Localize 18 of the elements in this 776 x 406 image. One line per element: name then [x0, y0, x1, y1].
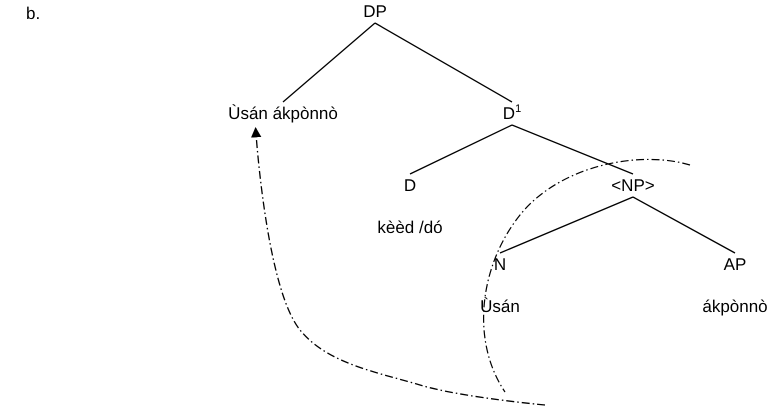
category-label: AP — [724, 255, 746, 275]
movement-arrow — [251, 126, 546, 406]
category-label: N — [494, 255, 506, 275]
word-label: kèèd /dó — [377, 218, 443, 238]
tree-node-label: D$^{1}$ — [502, 104, 522, 124]
tree-branch — [282, 22, 376, 102]
word-label: ákpònnò — [702, 297, 768, 317]
tree-branch — [374, 22, 512, 103]
tree-node-label: <NP> — [611, 176, 655, 196]
word-label: Ùsán — [480, 297, 520, 317]
example-label: b. — [26, 4, 40, 24]
category-label: D — [404, 176, 416, 196]
tree-branch — [632, 196, 736, 254]
tree-node-label: DP — [363, 2, 387, 22]
tree-branch — [500, 196, 634, 254]
tree-branch — [512, 124, 634, 175]
tree-branch — [410, 124, 512, 175]
tree-node-label: Ùsán ákpònnò — [228, 104, 338, 124]
